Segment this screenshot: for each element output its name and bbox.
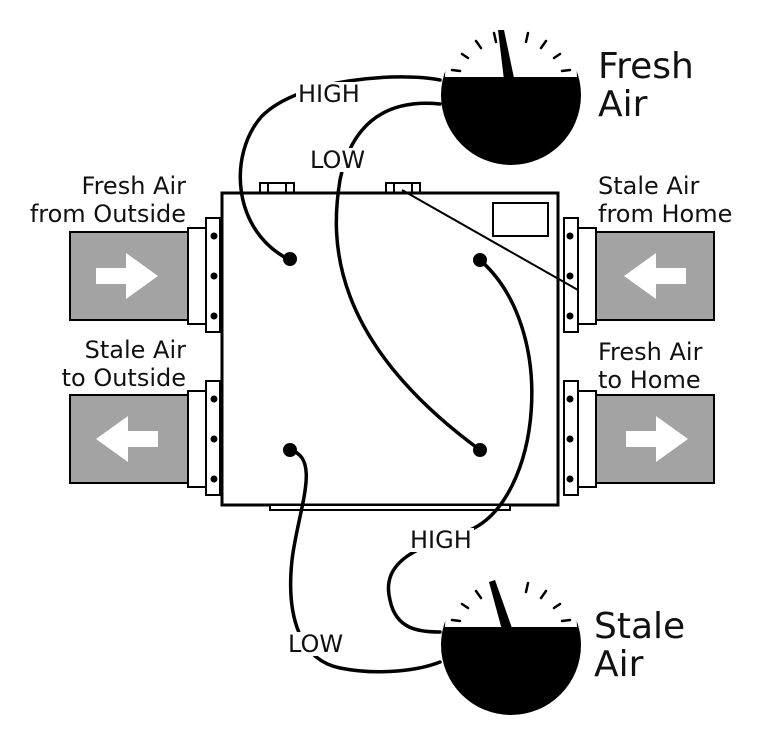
- collar-left-bottom: [187, 380, 221, 496]
- tube-bottom-low: [288, 448, 442, 674]
- title-stale-air: Stale Air: [594, 608, 685, 684]
- title-line: Fresh: [598, 46, 694, 87]
- label-fresh-air-from-outside: Fresh Air from Outside: [10, 172, 186, 228]
- label-line: Stale Air: [598, 172, 700, 200]
- port-dot-top-left: [283, 252, 297, 266]
- collar-left-top: [187, 217, 221, 333]
- label-line: to Outside: [61, 364, 186, 392]
- right-arrow-icon: [96, 253, 158, 299]
- tube-top-low: [334, 101, 482, 452]
- label-bottom-high: HIGH: [408, 526, 474, 554]
- port-dot-bottom-left: [283, 443, 297, 457]
- door-edge-line: [401, 189, 579, 291]
- fresh-air-gauge: [441, 11, 581, 165]
- label-line: Fresh Air: [598, 338, 703, 366]
- port-dot-top-right: [473, 253, 487, 267]
- label-top-high: HIGH: [296, 80, 362, 108]
- port-dot-bottom-right: [473, 443, 487, 457]
- label-line: Fresh Air: [81, 172, 186, 200]
- label-line: from Outside: [29, 200, 186, 228]
- collar-right-bottom: [563, 380, 597, 496]
- label-top-low: LOW: [308, 146, 368, 174]
- label-fresh-air-to-home: Fresh Air to Home: [598, 338, 702, 394]
- ventilation-unit: [220, 191, 560, 507]
- unit-label-plate: [492, 202, 549, 237]
- label-line: from Home: [598, 200, 733, 228]
- left-arrow-icon: [624, 253, 686, 299]
- stale-air-gauge: [441, 561, 581, 715]
- left-arrow-icon: [96, 416, 158, 462]
- right-arrow-icon: [626, 416, 688, 462]
- collar-right-top: [563, 217, 597, 333]
- label-stale-air-from-home: Stale Air from Home: [598, 172, 732, 228]
- title-line: Air: [598, 84, 648, 125]
- title-line: Air: [594, 644, 644, 685]
- tube-top-high: [238, 75, 442, 261]
- title-fresh-air: Fresh Air: [598, 48, 694, 124]
- label-line: Stale Air: [84, 336, 186, 364]
- title-line: Stale: [594, 606, 686, 647]
- gauge-needle: [489, 580, 512, 630]
- unit-bottom-lip: [269, 504, 511, 511]
- gauge-needle: [498, 30, 514, 80]
- label-line: to Home: [598, 366, 701, 394]
- label-stale-air-to-outside: Stale Air to Outside: [10, 336, 186, 392]
- label-bottom-low: LOW: [286, 630, 346, 658]
